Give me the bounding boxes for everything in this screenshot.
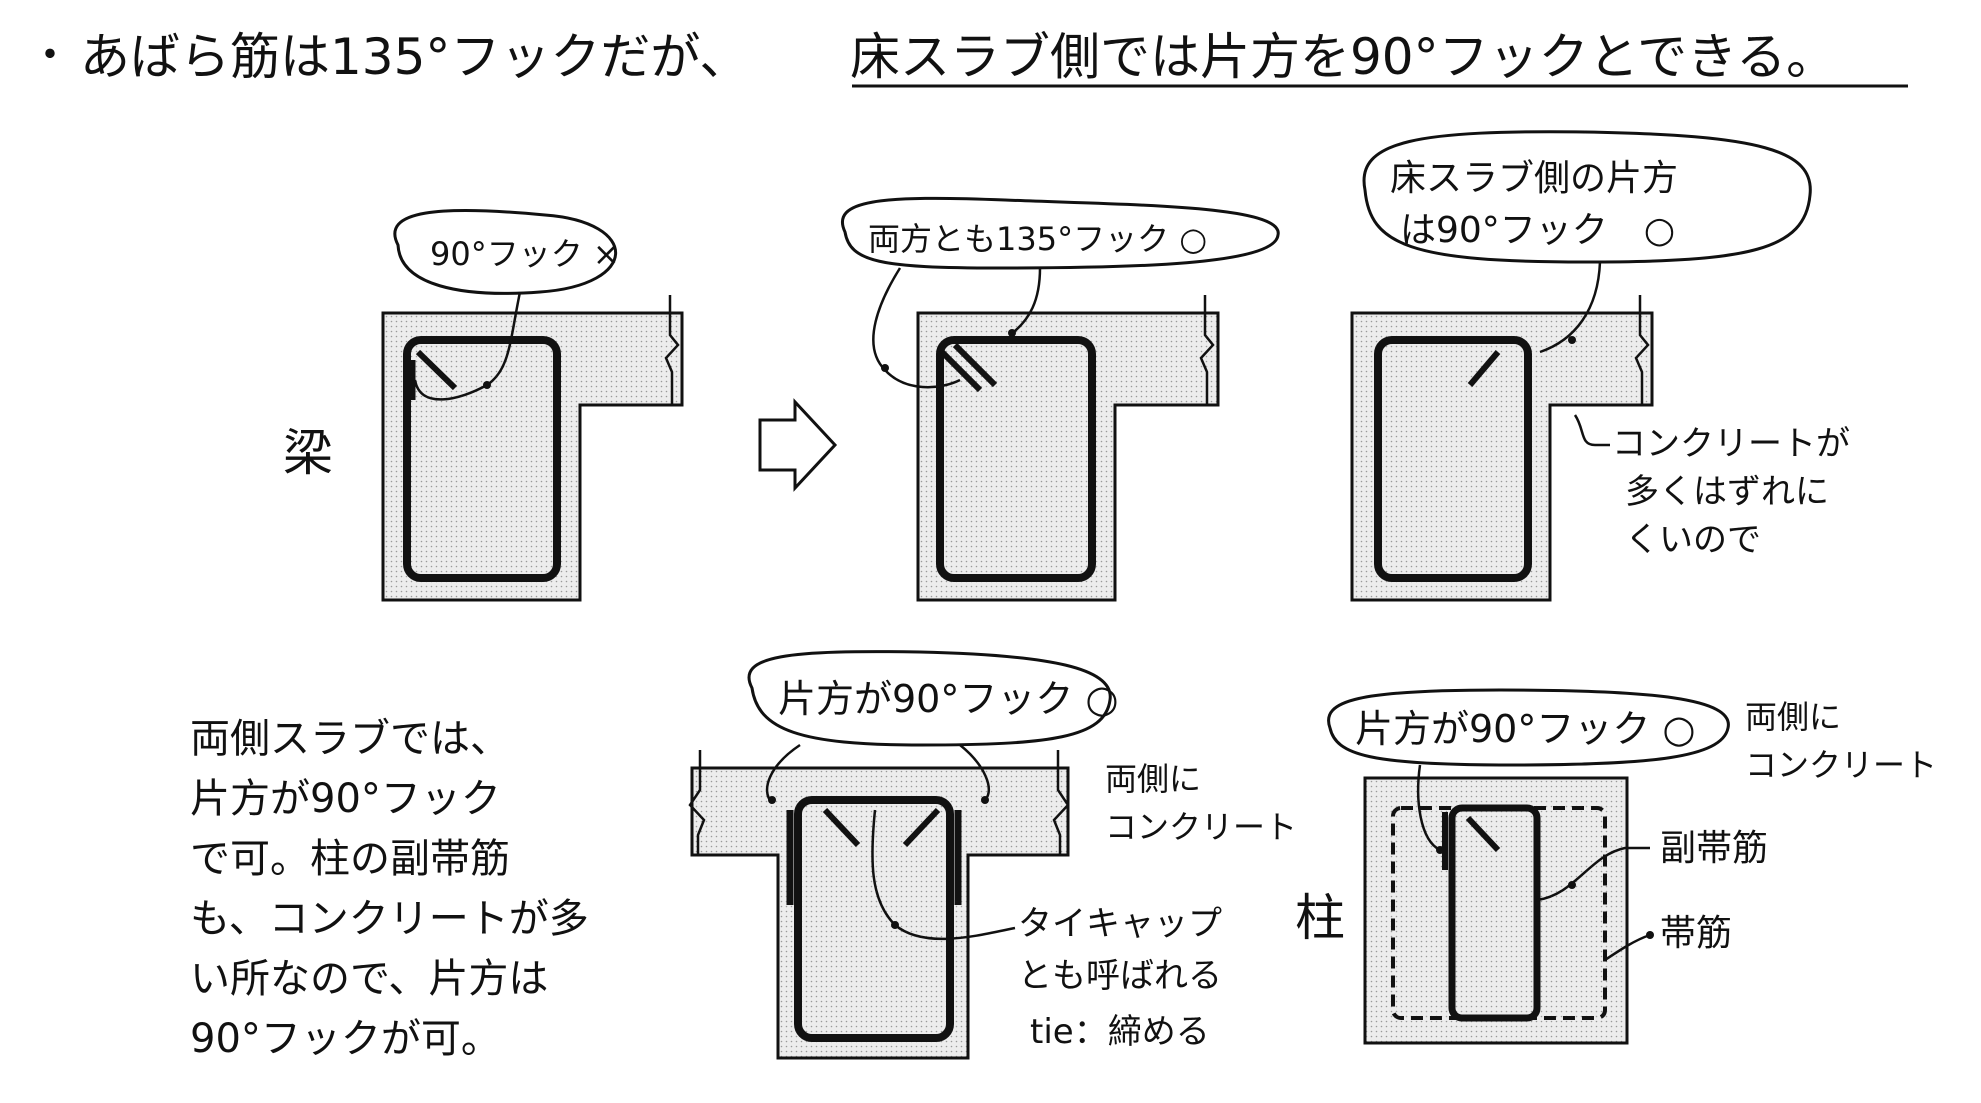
concrete-note-line2: コンクリート bbox=[1105, 808, 1297, 846]
leader-dot bbox=[1568, 881, 1576, 889]
tie-cap-hook-left bbox=[822, 807, 861, 848]
note-line3: くいので bbox=[1625, 520, 1761, 560]
tiecap-note-line1: タイキャップ bbox=[1018, 904, 1222, 944]
sub-hoop-label: 副帯筋 bbox=[1660, 828, 1768, 869]
tie-cap-hook-right bbox=[902, 807, 941, 848]
column-concrete-note-line2: コンクリート bbox=[1745, 746, 1937, 784]
leader-dot bbox=[1436, 846, 1444, 854]
beam-row-label: 梁 bbox=[283, 424, 333, 482]
hook-135-tail-b bbox=[952, 342, 998, 388]
explanation-line-2: 片方が90°フック bbox=[190, 776, 501, 822]
stirrup bbox=[936, 336, 1096, 582]
column-concrete-note-line1: 両側に bbox=[1745, 698, 1841, 736]
slab-break-line bbox=[664, 295, 680, 405]
explanation-line-1: 両側スラブでは、 bbox=[190, 716, 510, 762]
sub-hoop-135-tail bbox=[1465, 815, 1501, 853]
leader-dot bbox=[1008, 329, 1016, 337]
slab-break-line-left bbox=[688, 750, 706, 855]
concrete-note-line1: 両側に bbox=[1105, 760, 1201, 798]
leader-dot bbox=[1568, 336, 1576, 344]
bubble-text-line1: 床スラブ側の片方 bbox=[1390, 158, 1678, 199]
speech-bubble bbox=[747, 650, 1112, 747]
bubble-text-line2: は90°フック ○ bbox=[1400, 210, 1675, 251]
bubble-text: 両方とも135°フック ○ bbox=[868, 220, 1207, 258]
leader-line bbox=[1416, 764, 1441, 852]
header-lead: あばら筋は135°フックだが、 bbox=[80, 28, 749, 86]
header-bullet: ・ bbox=[28, 30, 72, 81]
panel-column: 柱 片方が90°フック ○ 両側に コンクリート 副帯筋 帯筋 bbox=[1295, 688, 1937, 1045]
leader-dot bbox=[483, 381, 491, 389]
beam-section-outline bbox=[381, 311, 684, 602]
explanation-line-4: も、コンクリートが多 bbox=[190, 896, 589, 942]
column-section-outline bbox=[1363, 776, 1629, 1045]
bubble-text: 片方が90°フック ○ bbox=[1355, 707, 1696, 751]
hook-135-tail bbox=[1467, 350, 1501, 387]
column-row-label: 柱 bbox=[1295, 889, 1345, 947]
sub-hoop-leader-line bbox=[1536, 846, 1650, 902]
leader-dot bbox=[768, 796, 776, 804]
bubble-text: 片方が90°フック ○ bbox=[778, 677, 1119, 721]
header: ・ あばら筋は135°フックだが、 床スラブ側では片方を90°フックとできる。 bbox=[28, 28, 1908, 88]
stirrup bbox=[1374, 336, 1532, 582]
hoop-label: 帯筋 bbox=[1660, 913, 1732, 954]
slab-break-line bbox=[1634, 295, 1650, 405]
hook-135-tail-a bbox=[939, 349, 983, 393]
arrow-right-icon bbox=[758, 398, 838, 492]
speech-bubble bbox=[840, 196, 1280, 270]
header-emphasis: 床スラブ側では片方を90°フックとできる。 bbox=[850, 28, 1836, 86]
note-line1: コンクリートが bbox=[1612, 424, 1850, 464]
stirrup bbox=[403, 336, 561, 582]
tiecap-note-line2: とも呼ばれる bbox=[1018, 956, 1222, 996]
leader-line bbox=[1539, 261, 1602, 354]
explanation-line-6: 90°フックが可。 bbox=[190, 1016, 501, 1062]
bubble-text: 90°フック × bbox=[430, 235, 620, 273]
speech-bubble bbox=[393, 208, 617, 295]
t-beam-section-outline bbox=[690, 766, 1070, 1060]
leader-dot bbox=[891, 921, 899, 929]
speech-bubble bbox=[1362, 130, 1812, 264]
beam-section-outline bbox=[1350, 311, 1654, 602]
leader-dot bbox=[1646, 931, 1654, 939]
slab-break-line-right bbox=[1052, 750, 1070, 855]
panel-beam-90-hook-bad: 90°フック × bbox=[381, 208, 684, 602]
hoop-leader-line bbox=[1604, 933, 1651, 962]
explanation-line-3: で可。柱の副帯筋 bbox=[190, 836, 510, 882]
speech-bubble bbox=[1327, 688, 1730, 767]
note-leader-line bbox=[1573, 414, 1610, 447]
panel-beam-135-hooks-ok: 両方とも135°フック ○ bbox=[840, 196, 1280, 602]
slab-break-line bbox=[1199, 295, 1215, 405]
note-line2: 多くはずれに bbox=[1625, 472, 1829, 512]
leader-dot bbox=[881, 364, 889, 372]
explanation-text: 両側スラブでは、 片方が90°フック で可。柱の副帯筋 も、コンクリートが多 い… bbox=[190, 716, 589, 1062]
sub-hoop bbox=[1448, 804, 1541, 1022]
stirrup bbox=[794, 796, 954, 1042]
hook-90-tail bbox=[415, 349, 458, 391]
leader-dot bbox=[981, 796, 989, 804]
panel-t-beam-both-slabs: 片方が90°フック ○ 両側に コンクリート タイキャップ とも呼ばれる tie… bbox=[688, 650, 1297, 1060]
panel-beam-slab-side-90-ok: 床スラブ側の片方 は90°フック ○ コンクリートが 多くはずれに くいので bbox=[1350, 130, 1850, 602]
tiecap-note-line3: tie：締める bbox=[1030, 1012, 1210, 1052]
leader-line-right bbox=[1009, 267, 1042, 336]
explanation-line-5: い所なので、片方は bbox=[190, 956, 548, 1002]
